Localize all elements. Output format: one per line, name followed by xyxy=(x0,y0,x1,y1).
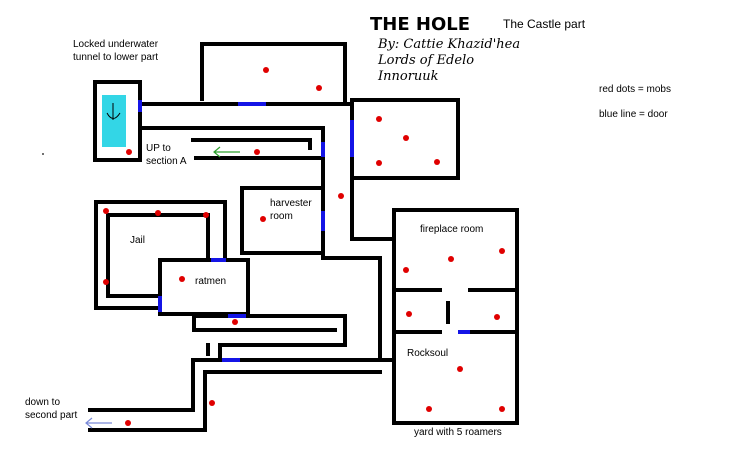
mob-dot xyxy=(403,135,409,141)
map-mobs xyxy=(103,67,505,426)
mob-dot xyxy=(376,116,382,122)
mob-dot xyxy=(499,406,505,412)
mob-dot xyxy=(103,208,109,214)
label-rocksoul: Rocksoul xyxy=(407,348,448,359)
map-subtitle: The Castle part xyxy=(503,17,586,31)
mob-dot xyxy=(457,366,463,372)
label-harvester-1: harvester xyxy=(270,198,312,209)
mob-dot xyxy=(403,267,409,273)
label-yard: yard with 5 roamers xyxy=(414,427,502,438)
label-up-section-2: section A xyxy=(146,156,187,167)
mob-dot xyxy=(263,67,269,73)
mob-dot xyxy=(376,160,382,166)
label-down-second-2: second part xyxy=(25,410,77,421)
mob-dot xyxy=(316,85,322,91)
mob-dot xyxy=(254,149,260,155)
legend-door: blue line = door xyxy=(599,109,668,120)
label-down-second-1: down to xyxy=(25,397,60,408)
mob-dot xyxy=(232,319,238,325)
mob-dot xyxy=(338,193,344,199)
mob-dot xyxy=(406,311,412,317)
mob-dot xyxy=(203,212,209,218)
author-line-3: Innoruuk xyxy=(377,69,439,84)
underwater-tunnel xyxy=(102,95,126,147)
label-fireplace: fireplace room xyxy=(420,224,483,235)
map-walls xyxy=(88,42,519,432)
label-ratmen: ratmen xyxy=(195,276,226,287)
mob-dot xyxy=(126,149,132,155)
mob-dot xyxy=(179,276,185,282)
label-jail: Jail xyxy=(130,235,145,246)
label-locked-tunnel-1: Locked underwater xyxy=(73,39,159,50)
legend-mobs: red dots = mobs xyxy=(599,84,671,95)
mob-dot xyxy=(434,159,440,165)
mob-dot xyxy=(103,279,109,285)
mob-dot xyxy=(209,400,215,406)
mob-dot xyxy=(448,256,454,262)
mob-dot xyxy=(125,420,131,426)
author-line-2: Lords of Edelo xyxy=(377,53,474,68)
mob-dot xyxy=(426,406,432,412)
label-locked-tunnel-2: tunnel to lower part xyxy=(73,52,158,63)
down-arrow-icon xyxy=(85,417,112,429)
up-arrow-icon xyxy=(213,146,240,158)
mob-dot xyxy=(499,248,505,254)
label-up-section-1: UP to xyxy=(146,143,171,154)
mob-dot xyxy=(494,314,500,320)
stray-dot xyxy=(42,153,44,155)
label-harvester-2: room xyxy=(270,211,293,222)
map-title: THE HOLE xyxy=(370,14,470,35)
map-doors xyxy=(138,100,470,362)
mob-dot xyxy=(155,210,161,216)
mob-dot xyxy=(260,216,266,222)
author-line-1: By: Cattie Khazid'hea xyxy=(377,37,520,52)
